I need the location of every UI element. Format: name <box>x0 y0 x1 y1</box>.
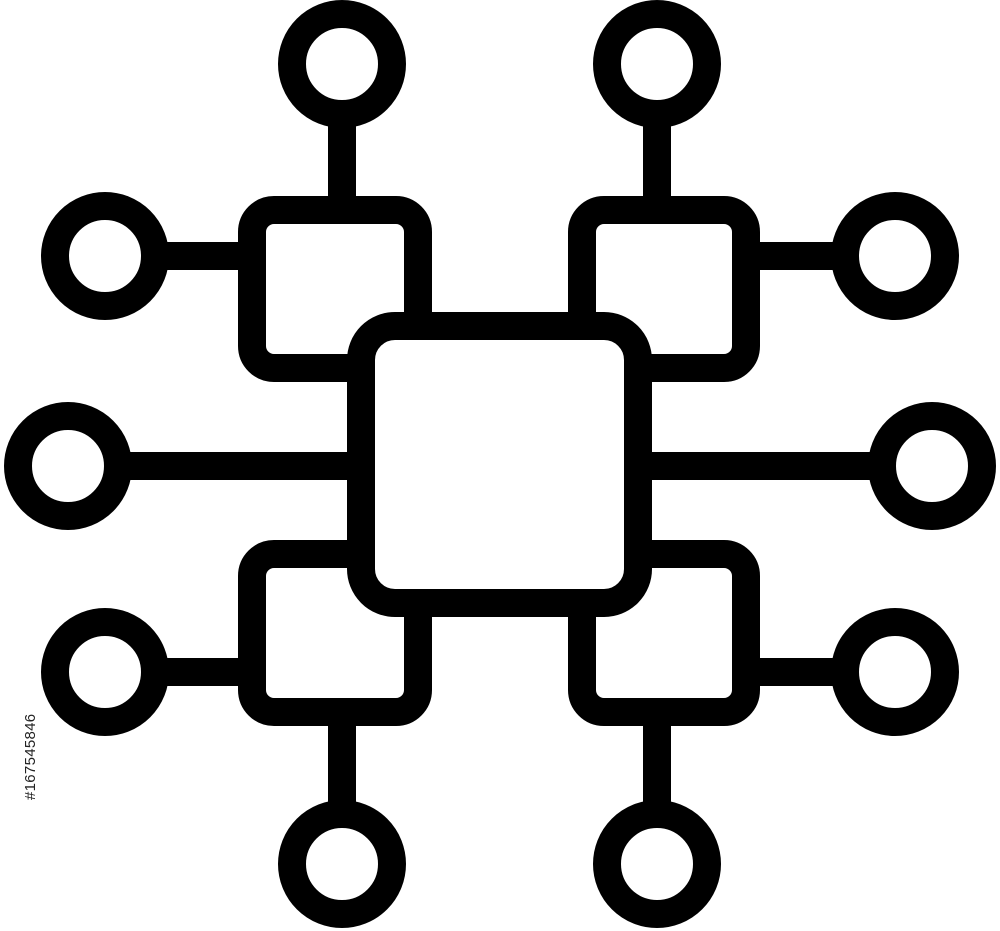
node-lower-left <box>41 608 169 736</box>
node-top-left <box>278 0 406 128</box>
node-upper-right <box>831 192 959 320</box>
stock-image-id: #167545846 <box>22 713 39 800</box>
node-circles <box>4 0 996 928</box>
square-top-right <box>568 196 760 382</box>
node-mid-left <box>4 402 132 530</box>
satellite-squares <box>238 196 760 726</box>
square-bottom-left <box>238 540 432 726</box>
central-square <box>347 312 652 617</box>
node-bottom-left <box>278 800 406 928</box>
node-top-right <box>593 0 721 128</box>
node-bottom-right <box>593 800 721 928</box>
node-upper-left <box>41 192 169 320</box>
node-mid-right <box>868 402 996 530</box>
square-top-left <box>238 196 432 382</box>
square-bottom-right <box>568 540 760 726</box>
node-lower-right <box>831 608 959 736</box>
